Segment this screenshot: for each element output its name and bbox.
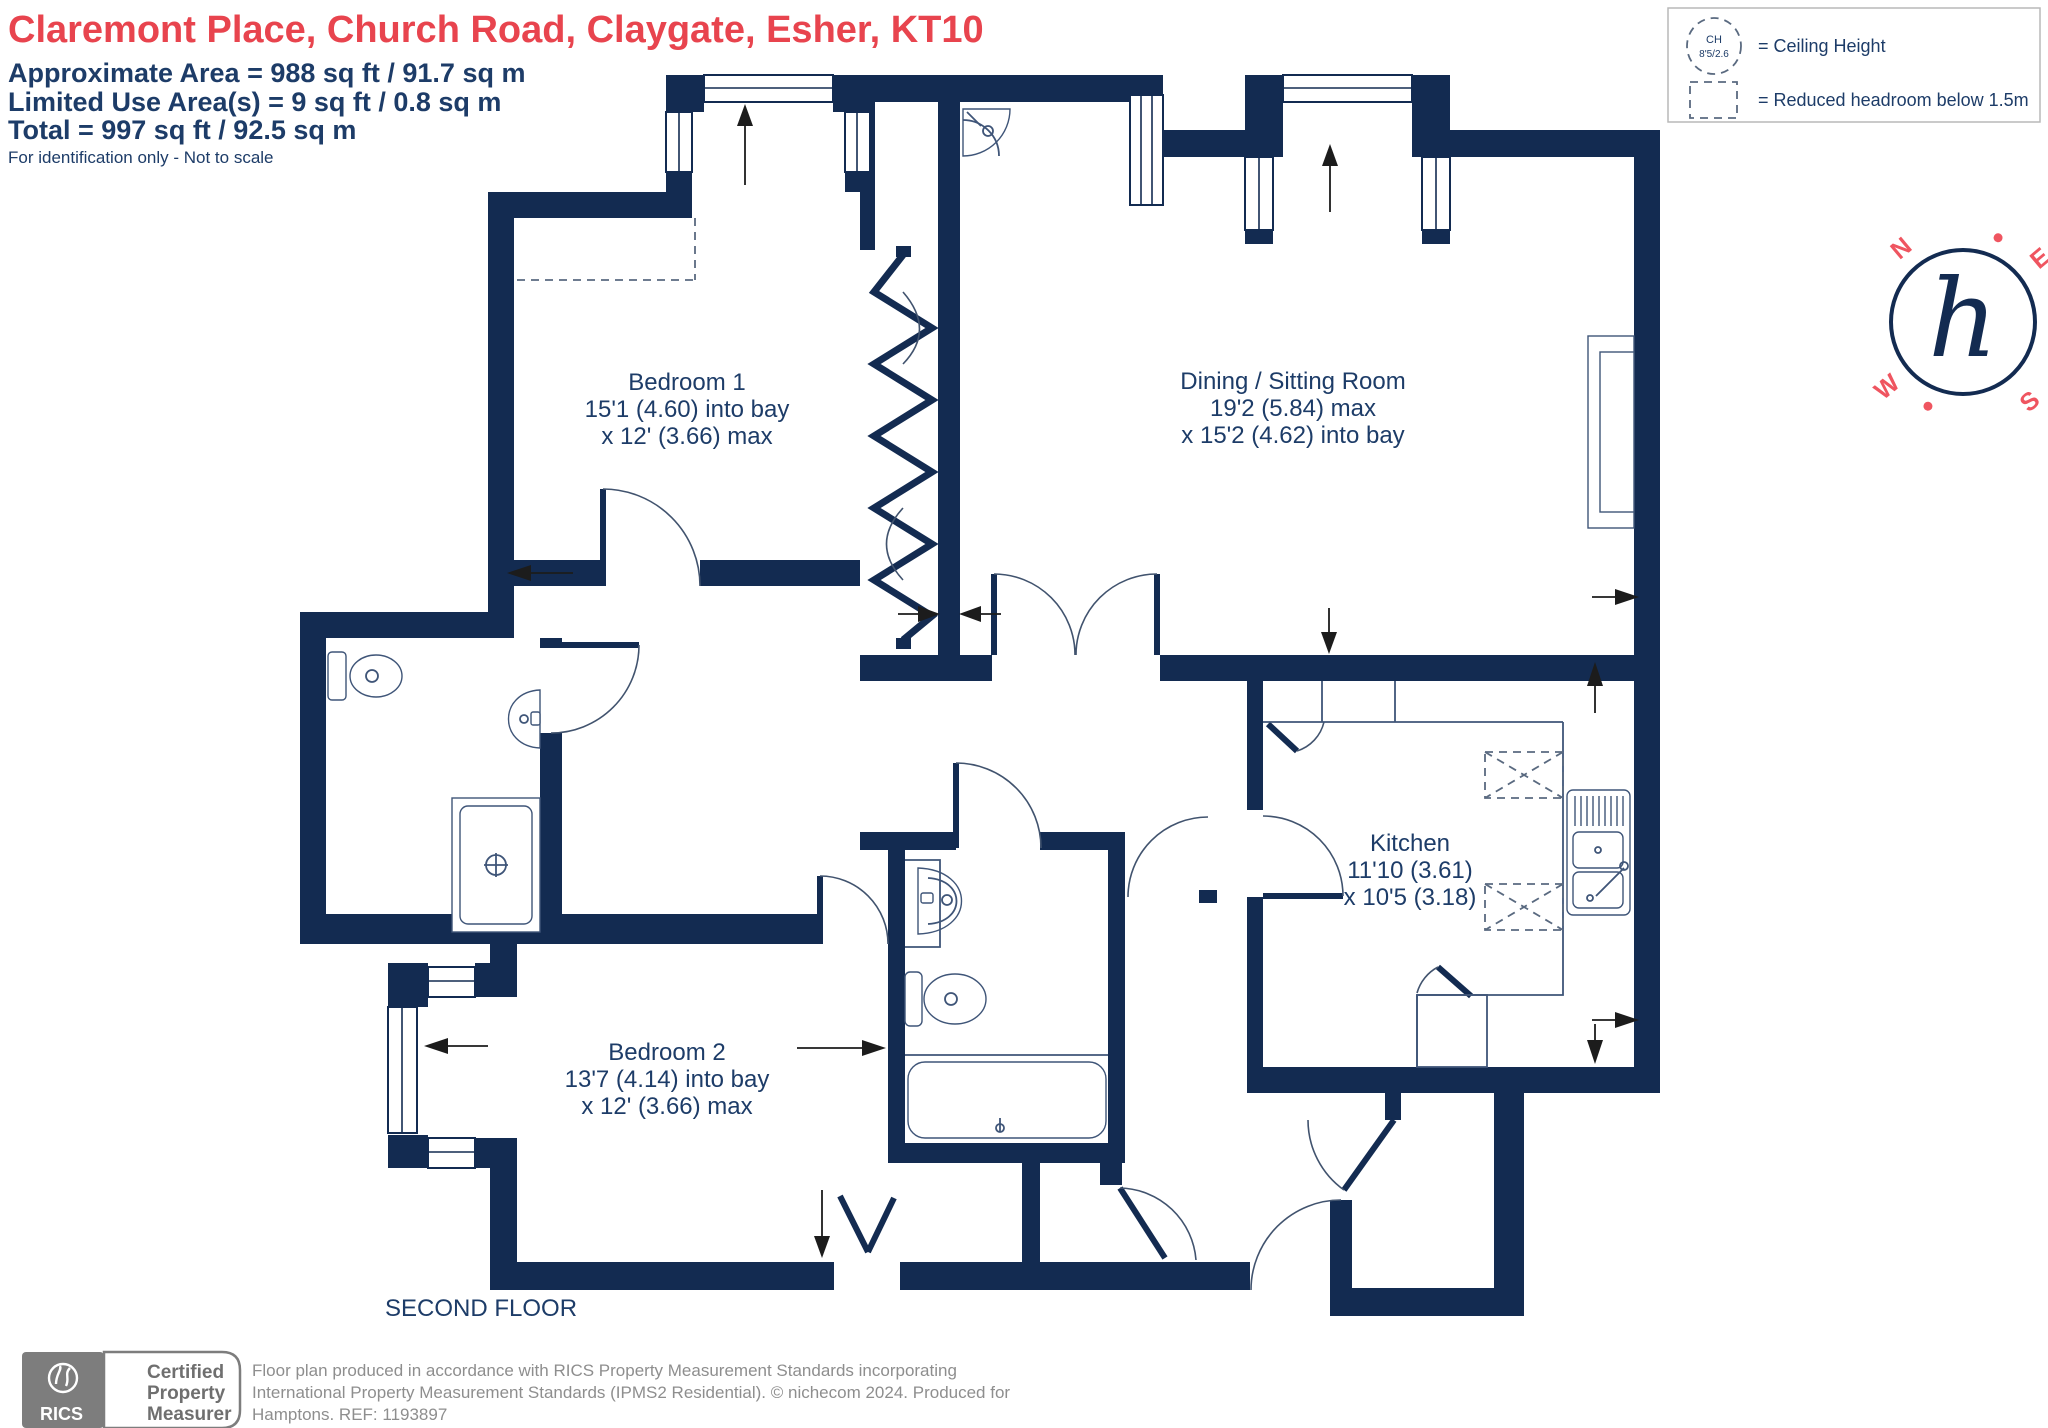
bedroom1-label: Bedroom 1 15'1 (4.60) into bay x 12' (3.…: [585, 369, 790, 450]
ceiling-height-icon: [1686, 17, 1742, 75]
bedroom1-name: Bedroom 1: [628, 369, 745, 396]
rics-logo-box: [22, 1352, 104, 1428]
footer-line2: International Property Measurement Stand…: [252, 1383, 1010, 1402]
bay2-arrow: [1322, 144, 1338, 212]
footer-line1: Floor plan produced in accordance with R…: [252, 1361, 957, 1380]
bathroom-toilet-icon: [904, 971, 987, 1027]
legend-border: [1667, 7, 2041, 123]
bedroom2-label: Bedroom 2 13'7 (4.14) into bay x 12' (3.…: [565, 1039, 770, 1120]
total-area: Total = 997 sq ft / 92.5 sq m: [8, 115, 356, 145]
bay1-arrow: [737, 104, 753, 185]
corner-basin-icon: [962, 108, 1011, 157]
bathroom-right-arrow: [797, 1040, 886, 1056]
compass: h N E S W: [1869, 232, 2048, 418]
bedroom1-left-arrow: [507, 565, 573, 581]
header: Claremont Place, Church Road, Claygate, …: [8, 9, 984, 167]
compass-circle: [1889, 248, 2037, 396]
compass-dot-sw: [1923, 401, 1933, 411]
compass-north: N: [1885, 232, 1917, 265]
dining-down-arrow: [1321, 608, 1337, 654]
windows: [387, 74, 1451, 1169]
dining-dim2: x 15'2 (4.62) into bay: [1181, 422, 1404, 449]
kitchen-cupboard: [1416, 994, 1488, 1068]
floor-label: SECOND FLOOR: [385, 1295, 577, 1322]
kitchen-dim2: x 10'5 (3.18): [1344, 884, 1477, 911]
bathtub-icon: [905, 1054, 1108, 1139]
dining-right-arrow: [1592, 589, 1639, 605]
ceiling-height-label: = Ceiling Height: [1758, 36, 1886, 56]
footer-line3: Hamptons. REF: 1193897: [252, 1405, 447, 1424]
dining-name: Dining / Sitting Room: [1180, 368, 1405, 395]
compass-west: W: [1869, 368, 1905, 405]
compass-east: E: [2025, 242, 2048, 274]
rics-lion-icon: [47, 1362, 79, 1394]
fixtures: [327, 108, 1635, 1139]
rics-label: RICS: [40, 1404, 83, 1424]
kitchen-name: Kitchen: [1370, 830, 1450, 857]
dining-label: Dining / Sitting Room 19'2 (5.84) max x …: [1180, 368, 1405, 449]
bedroom2-dim2: x 12' (3.66) max: [581, 1093, 752, 1120]
cert-line1: Certified: [147, 1362, 224, 1383]
bedroom1-dim2: x 12' (3.66) max: [601, 423, 772, 450]
walls: [300, 75, 1660, 1316]
kitchen-up-arrow: [1587, 662, 1603, 713]
footer: RICS Certified Property Measurer Floor p…: [22, 1350, 1010, 1428]
kitchen-dim1: 11'10 (3.61): [1347, 857, 1473, 884]
hall-right-arrow: [898, 606, 940, 622]
bathroom-basin-icon: [905, 859, 963, 948]
shower-room-toilet-icon: [327, 651, 403, 701]
legend-box: CH 8'5/2.6 = Ceiling Height = Reduced he…: [1667, 7, 2041, 123]
bedroom2-name: Bedroom 2: [608, 1039, 725, 1066]
scale-disclaimer: For identification only - Not to scale: [8, 148, 274, 167]
shower-room-basin-icon: [507, 689, 541, 749]
reduced-headroom-icon: [1689, 81, 1738, 119]
kitchen-right-arrow: [1592, 1012, 1639, 1028]
doors: [550, 488, 1473, 1291]
compass-dot-ne: [1993, 233, 2003, 243]
shower-icon: [451, 797, 541, 933]
ceiling-height-symbol-ch: CH: [1706, 34, 1722, 46]
reduced-headroom-area: [517, 218, 696, 281]
bedroom1-dim1: 15'1 (4.60) into bay: [585, 396, 790, 423]
dining-dim1: 19'2 (5.84) max: [1210, 395, 1376, 422]
hamptons-logo-letter: h: [1928, 257, 1998, 382]
cert-line3: Measurer: [147, 1404, 232, 1425]
room-labels: Bedroom 1 15'1 (4.60) into bay x 12' (3.…: [565, 368, 1477, 1120]
kitchen-appliance-spaces: [1484, 751, 1564, 931]
kitchen-down-arrow: [1587, 1024, 1603, 1064]
kitchen-sink-icon: [1566, 789, 1631, 916]
compass-south: S: [2014, 386, 2045, 418]
page-title: Claremont Place, Church Road, Claygate, …: [8, 9, 984, 51]
hall-left-arrow: [959, 606, 1001, 622]
approx-area: Approximate Area = 988 sq ft / 91.7 sq m: [8, 58, 525, 88]
chimney-breast: [1587, 335, 1635, 529]
cert-line2: Property: [147, 1383, 226, 1404]
kitchen-label: Kitchen 11'10 (3.61) x 10'5 (3.18): [1344, 830, 1477, 911]
bedroom2-left-arrow: [424, 1038, 488, 1054]
wardrobe-zigzag: [867, 246, 939, 649]
bottom-down-arrow: [814, 1190, 830, 1258]
limited-area: Limited Use Area(s) = 9 sq ft / 0.8 sq m: [8, 87, 501, 117]
direction-arrows: [424, 104, 1639, 1258]
bedroom2-dim1: 13'7 (4.14) into bay: [565, 1066, 770, 1093]
ceiling-height-symbol-value: 8'5/2.6: [1699, 49, 1729, 60]
reduced-headroom-label: = Reduced headroom below 1.5m: [1758, 90, 2029, 110]
